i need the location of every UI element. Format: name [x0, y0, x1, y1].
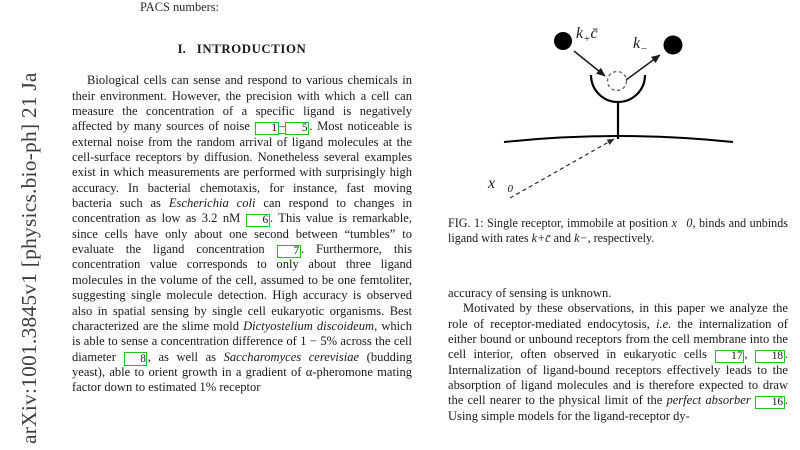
intro-text-a: Biological cells can sense and respond t… [72, 73, 412, 134]
caption-math-kplus: k+c̄ [531, 230, 551, 245]
motivation-text-a: Motivated by these observations, in this… [448, 301, 788, 331]
position-vector-arrow [509, 138, 615, 199]
citation-separator: , [744, 347, 755, 362]
left-column: PACS numbers: I. INTRODUCTION Biological … [72, 0, 412, 396]
motivation-paragraph: Motivated by these observations, in this… [448, 301, 788, 424]
arxiv-stamp-text: arXiv:1001.3845v1 [physics.bio-ph] 21 Ja [16, 72, 41, 444]
section-title: INTRODUCTION [196, 42, 307, 56]
intro-text-i: pheromone mating factor down to estimate… [72, 364, 412, 395]
citation-17[interactable]: 17 [714, 349, 745, 364]
unbinding-arrow [625, 54, 661, 81]
caption-text-a: Single receptor, immobile at position [483, 216, 672, 230]
caption-math-x0: x⃗0 [671, 216, 693, 230]
right-column: accuracy of sensing is unknown. Motivate… [448, 286, 788, 424]
intro-text-d: . This value is remarkable, since cells … [72, 211, 412, 257]
term-perfect-absorber: perfect absorber [666, 393, 751, 408]
label-k-plus: k+c̄ [576, 25, 598, 45]
intro-text-h: (budding yeast), able to orient growth i… [72, 349, 412, 379]
caption-text-c: and [550, 230, 575, 245]
figure-caption: FIG. 1: Single receptor, immobile at pos… [448, 216, 788, 245]
label-x0: x⃗0 [487, 175, 514, 195]
citation-5[interactable]: 5 [285, 121, 310, 136]
species-escherichia-coli: Escherichia coli [168, 196, 256, 211]
caption-math-kminus: k− [574, 230, 588, 245]
pacs-numbers: PACS numbers: [140, 0, 220, 14]
citation-18[interactable]: 18 [755, 349, 785, 364]
bound-ligand-site-icon [606, 70, 628, 92]
abbrev-ie: i.e. [655, 316, 672, 331]
binding-arrow [573, 50, 606, 77]
figure-1: k+c̄ k− x⃗0 FIG. 1: Single receptor, imm… [448, 2, 788, 245]
ligand-molecule-right-icon [663, 35, 683, 55]
intro-text-c: can respond to changes in concentration … [72, 196, 412, 226]
intro-text-f: , which is able to sense a concentration… [72, 318, 412, 364]
figure-label: FIG. 1: [448, 216, 484, 230]
motivation-text-c: . Internalization of ligand-bound recept… [448, 347, 789, 408]
arxiv-margin-stamp: arXiv:1001.3845v1 [physics.bio-ph] 21 Ja [6, 0, 52, 444]
caption-text-b: , binds and unbinds ligand with rates [448, 216, 788, 245]
receptor-diagram: k+c̄ k− x⃗0 [487, 25, 734, 199]
section-number: I. [177, 42, 186, 56]
continued-paragraph: accuracy of sensing is unknown. [448, 286, 612, 300]
species-dictyostelium: Dictyostelium discoideum [243, 318, 375, 333]
species-saccharomyces: Saccharomyces cerevisiae [223, 349, 360, 364]
citation-6[interactable]: 6 [245, 213, 270, 228]
ligand-molecule-left-icon [554, 32, 572, 50]
citation-7[interactable]: 7 [276, 244, 301, 259]
citation-1[interactable]: 1 [254, 121, 279, 136]
intro-paragraph: Biological cells can sense and respond t… [72, 73, 412, 395]
citation-16[interactable]: 16 [755, 395, 785, 410]
intro-text-g: , as well as [147, 349, 224, 364]
receptor-cup [589, 74, 647, 104]
caption-text-d: , respectively. [587, 230, 655, 245]
intro-text-b: . Most noticeable is external noise from… [72, 119, 412, 211]
section-heading: I. INTRODUCTION [72, 42, 412, 57]
cell-membrane [503, 135, 734, 143]
citation-8[interactable]: 8 [123, 352, 148, 366]
label-k-minus: k− [633, 35, 648, 55]
motivation-text-e: . Using simple models for the ligand-rec… [448, 393, 789, 423]
motivation-text-b: the internalization of either bound or u… [448, 316, 788, 362]
intro-text-e: . Furthermore, this concentration value … [72, 242, 412, 333]
citation-range-dash: – [278, 119, 286, 135]
